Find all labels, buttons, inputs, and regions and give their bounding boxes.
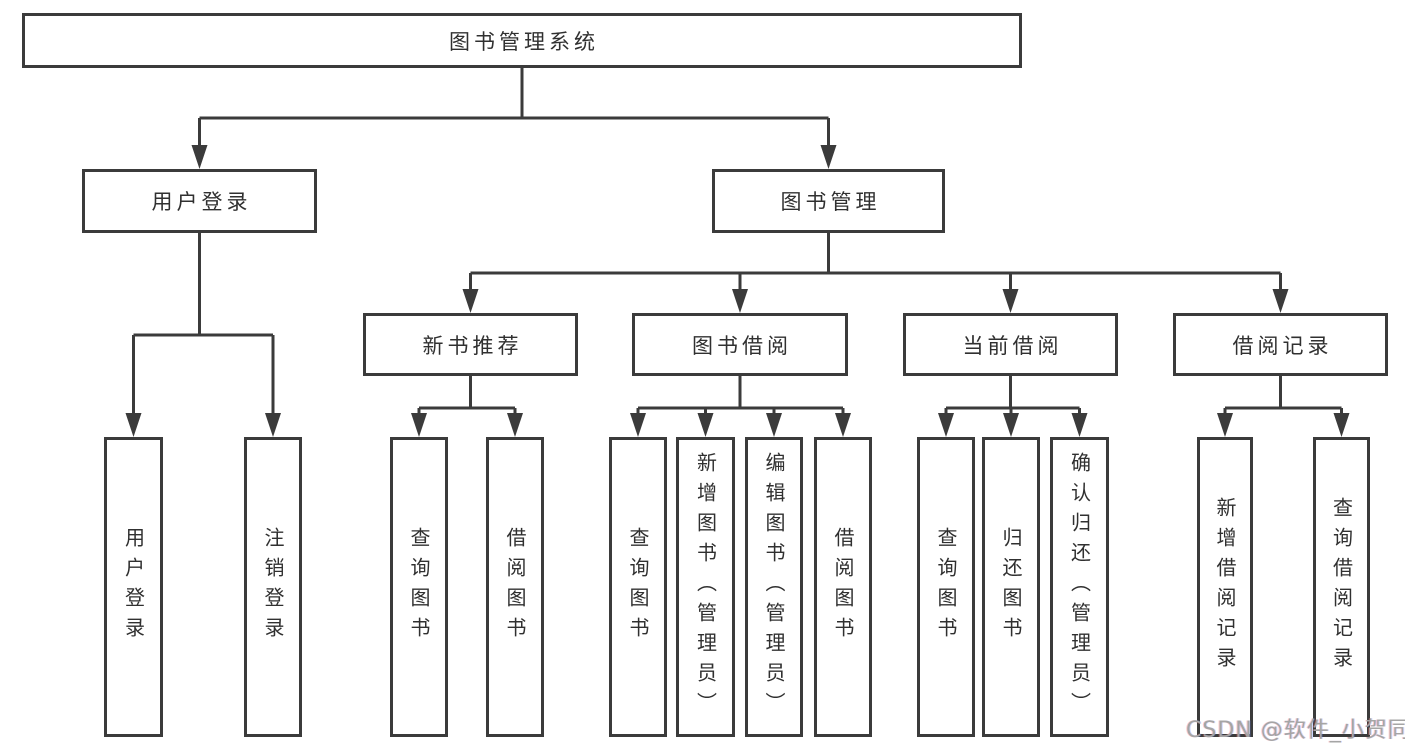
leaf-query-borrow-record: 查询借阅记录	[1313, 437, 1370, 737]
leaf-add-books-admin: 新增图书（管理员）	[676, 437, 735, 737]
node-borrowing-records: 借阅记录	[1173, 313, 1388, 376]
leaf-borrow-query-books: 查询图书	[609, 437, 667, 737]
leaf-return-books: 归还图书	[982, 437, 1040, 737]
leaf-logout: 注销登录	[244, 437, 302, 737]
leaf-confirm-return-admin: 确认归还（管理员）	[1050, 437, 1109, 737]
leaf-recommend-query-books: 查询图书	[390, 437, 448, 737]
leaf-add-borrow-record: 新增借阅记录	[1197, 437, 1253, 737]
node-root: 图书管理系统	[22, 13, 1022, 68]
csdn-watermark: CSDN @软件_小贺同学	[1186, 718, 1405, 743]
node-new-book-recommendation: 新书推荐	[363, 313, 578, 376]
leaf-borrow-books: 借阅图书	[814, 437, 872, 737]
node-current-borrowing: 当前借阅	[903, 313, 1118, 376]
node-book-management: 图书管理	[712, 169, 945, 233]
leaf-recommend-borrow-books: 借阅图书	[486, 437, 544, 737]
leaf-edit-books-admin: 编辑图书（管理员）	[745, 437, 803, 737]
node-user-login: 用户登录	[82, 169, 317, 233]
leaf-current-query-books: 查询图书	[917, 437, 975, 737]
node-book-borrowing: 图书借阅	[632, 313, 848, 376]
leaf-user-login: 用户登录	[104, 437, 163, 737]
